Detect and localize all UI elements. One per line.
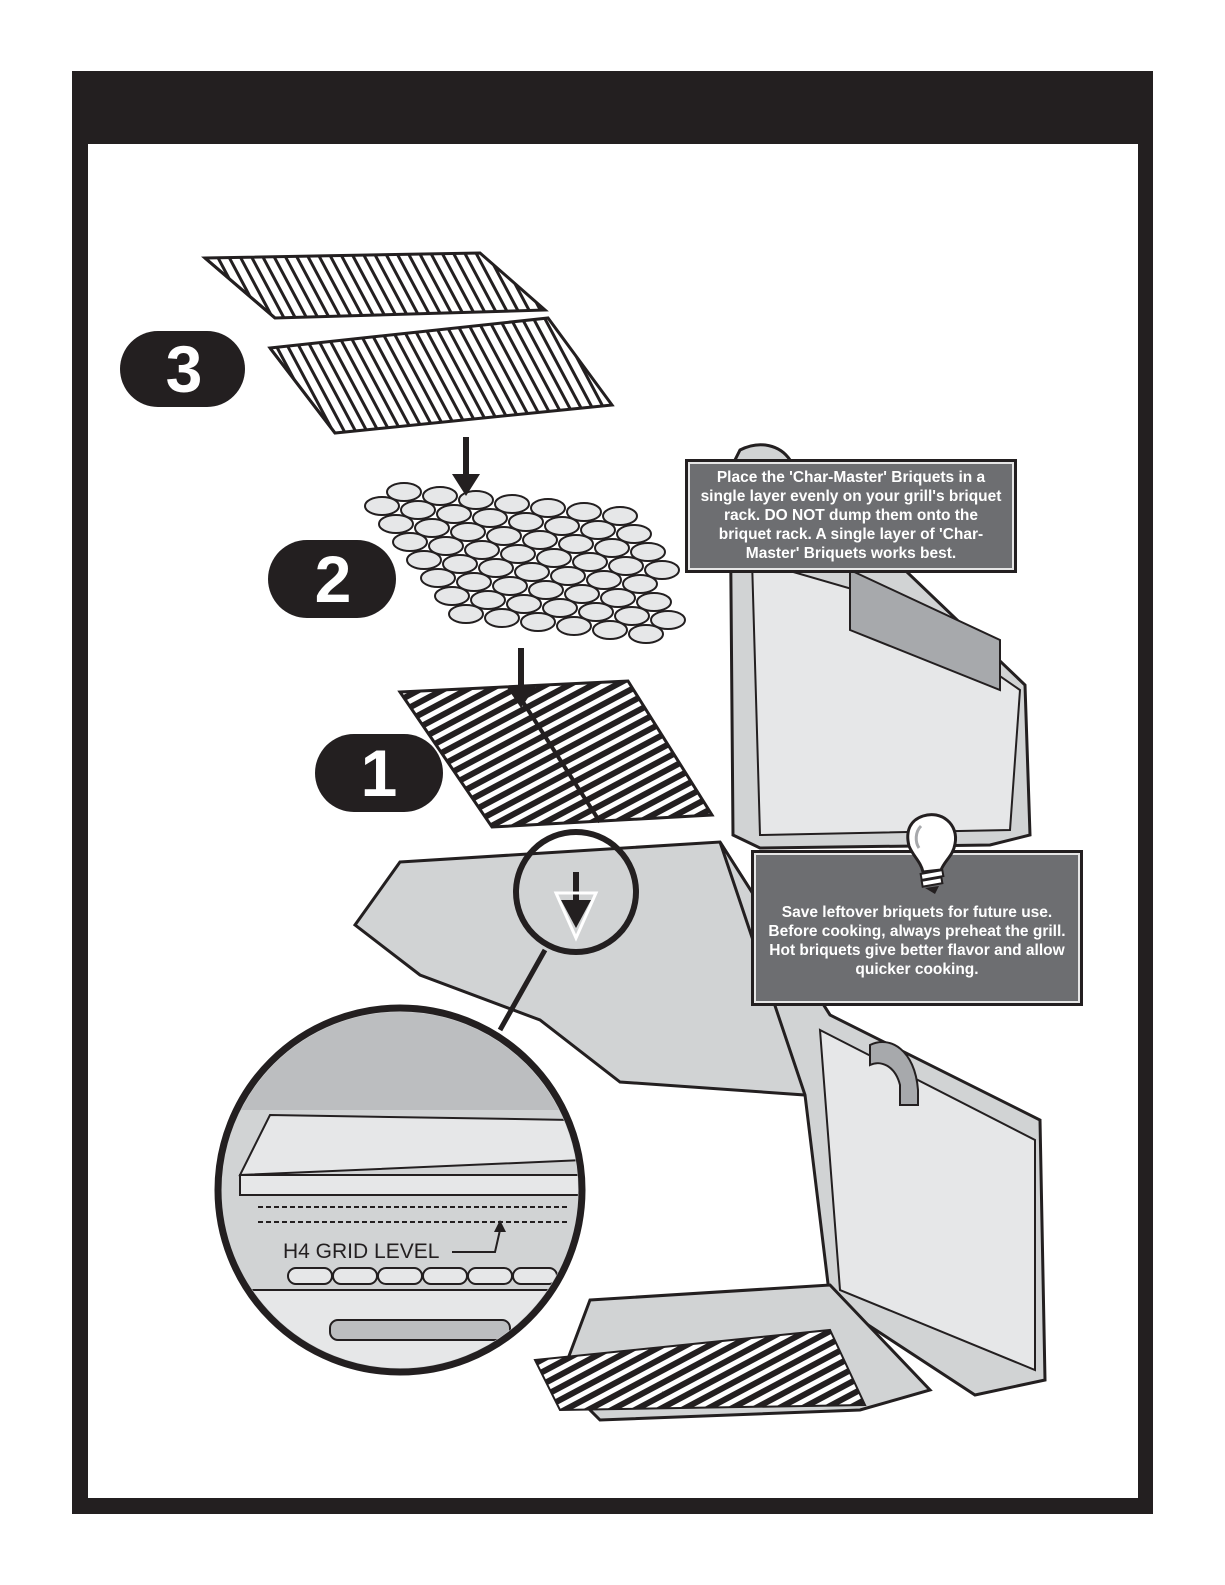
briquet: [644, 560, 680, 580]
briquet: [450, 522, 486, 542]
briquet: [486, 526, 522, 546]
briquet: [616, 524, 652, 544]
briquet: [636, 592, 672, 612]
briquet: [378, 514, 414, 534]
grid-level-label: H4 GRID LEVEL: [283, 1240, 439, 1263]
lightbulb-icon: [906, 813, 958, 894]
briquet: [472, 508, 508, 528]
briquet: [434, 586, 470, 606]
briquet: [520, 612, 556, 632]
briquet: [578, 602, 614, 622]
tip-note: Save leftover briquets for future use. B…: [751, 850, 1083, 1006]
cooking-grid: [201, 251, 615, 435]
briquet: [494, 494, 530, 514]
briquet: [630, 542, 666, 562]
briquet: [572, 552, 608, 572]
briquet: [530, 498, 566, 518]
step-number-3: 3: [166, 332, 203, 406]
detail-briquet: [332, 1267, 378, 1285]
briquet-placement-text: Place the 'Char-Master' Briquets in a si…: [700, 469, 1002, 562]
step-badge-1: 1: [315, 734, 443, 812]
briquet: [580, 520, 616, 540]
step-badge-3: 3: [120, 331, 245, 407]
briquet: [492, 576, 528, 596]
detail-briquet: [422, 1267, 468, 1285]
briquet: [436, 504, 472, 524]
detail-briquet: [467, 1267, 513, 1285]
briquet: [448, 604, 484, 624]
briquet: [442, 554, 478, 574]
briquet: [544, 516, 580, 536]
briquet: [602, 506, 638, 526]
step-badge-2: 2: [268, 540, 396, 618]
briquet: [564, 584, 600, 604]
briquet-rack: [397, 679, 715, 829]
briquet: [542, 598, 578, 618]
briquet: [586, 570, 622, 590]
briquet: [422, 486, 458, 506]
briquet: [594, 538, 630, 558]
briquets: [364, 482, 686, 644]
tip-line-1: Save leftover briquets for future use.: [781, 904, 1053, 921]
briquet: [400, 500, 436, 520]
briquet: [478, 558, 514, 578]
briquet: [484, 608, 520, 628]
briquet: [456, 572, 492, 592]
detail-briquet: [287, 1267, 333, 1285]
briquet: [600, 588, 636, 608]
briquet: [650, 610, 686, 630]
briquet: [556, 616, 592, 636]
briquet: [414, 518, 450, 538]
briquet: [550, 566, 586, 586]
briquet: [392, 532, 428, 552]
briquet: [406, 550, 442, 570]
briquet: [536, 548, 572, 568]
briquet: [622, 574, 658, 594]
briquet: [508, 512, 544, 532]
briquet: [464, 540, 500, 560]
briquet: [608, 556, 644, 576]
briquet: [428, 536, 464, 556]
briquet: [522, 530, 558, 550]
briquet: [592, 620, 628, 640]
step-number-1: 1: [361, 736, 398, 810]
briquet: [364, 496, 400, 516]
briquet: [528, 580, 564, 600]
briquet: [506, 594, 542, 614]
briquet: [514, 562, 550, 582]
briquet: [614, 606, 650, 626]
briquet: [500, 544, 536, 564]
briquet: [386, 482, 422, 502]
briquet: [566, 502, 602, 522]
detail-magnifier: H4 GRID LEVEL: [214, 1004, 586, 1376]
step-number-2: 2: [315, 542, 352, 616]
briquet: [558, 534, 594, 554]
detail-briquet: [512, 1267, 558, 1285]
tip-line-2: Before cooking, always preheat the grill…: [768, 923, 1066, 978]
down-arrow-icon: [452, 437, 536, 708]
briquet: [420, 568, 456, 588]
briquet: [458, 490, 494, 510]
briquet-placement-note: Place the 'Char-Master' Briquets in a si…: [685, 459, 1017, 573]
briquet: [470, 590, 506, 610]
briquet: [628, 624, 664, 644]
detail-briquet: [377, 1267, 423, 1285]
detail-callout: [497, 829, 639, 1032]
